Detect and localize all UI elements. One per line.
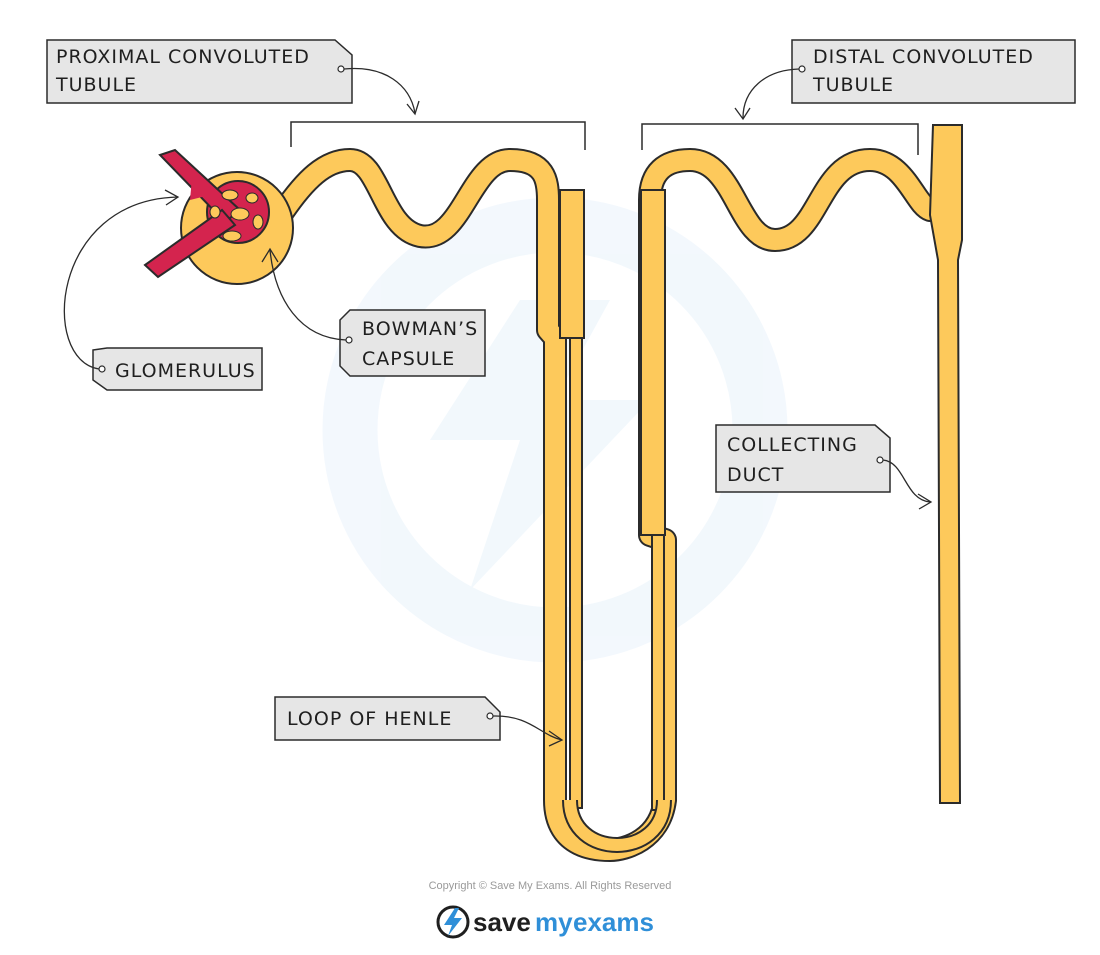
label-bowmans-capsule: BOWMAN’S CAPSULE [261,247,486,377]
save-my-exams-logo: save my exams [436,905,654,939]
brand-exams: exams [573,907,654,937]
label-loop-of-henle: LOOP OF HENLE [274,696,564,747]
label-collecting-duct: COLLECTING DUCT [715,424,933,510]
loop-bottom-fill [564,799,670,851]
collecting-duct [928,124,963,804]
nephron-tubule [271,124,963,862]
dct-label-line2: TUBULE [812,74,894,96]
bowman-label-line2: CAPSULE [362,348,455,370]
bowman-label-line1: BOWMAN’S [362,318,478,340]
ascending-limb-thin [651,534,665,811]
pct-label-line1: PROXIMAL CONVOLUTED [56,46,310,68]
descending-limb-thick [559,189,585,339]
pct-label-line2: TUBULE [55,74,137,96]
label-distal-convoluted-tubule: DISTAL CONVOLUTED TUBULE [734,39,1076,121]
copyright-notice: Copyright © Save My Exams. All Rights Re… [428,880,672,892]
brand-my: my [535,907,573,937]
pct-bracket [290,121,586,150]
dct-bracket [641,123,919,155]
glomerulus-label: GLOMERULUS [115,360,256,382]
henle-label: LOOP OF HENLE [287,708,452,730]
label-glomerulus: GLOMERULUS [63,189,263,391]
brand-save: save [473,907,531,937]
dct-label-line1: DISTAL CONVOLUTED [813,46,1034,68]
descending-limb-thin [569,337,583,809]
collecting-label-line1: COLLECTING [727,434,858,456]
ascending-limb-thick [640,189,666,536]
lightning-bolt-icon [436,905,470,939]
glomerulus [143,148,264,279]
collecting-label-line2: DUCT [727,464,784,486]
label-proximal-convoluted-tubule: PROXIMAL CONVOLUTED TUBULE [46,39,420,116]
